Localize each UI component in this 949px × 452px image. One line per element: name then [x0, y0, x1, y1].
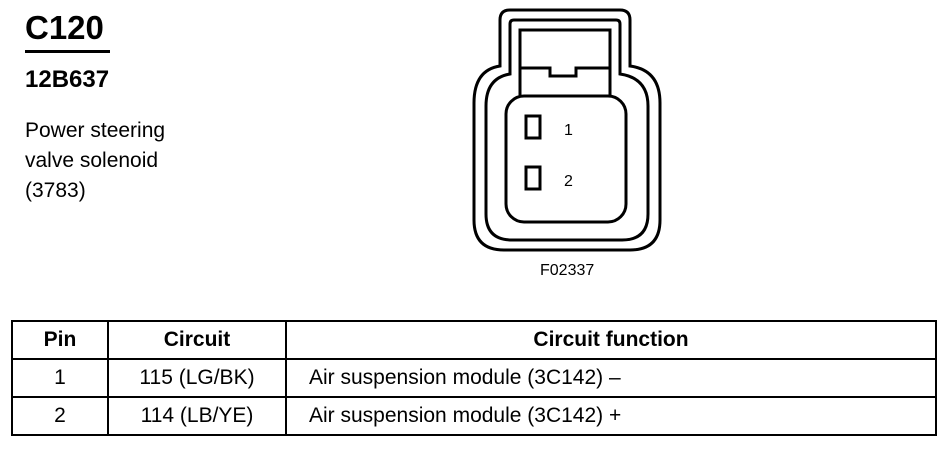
header-pin: Pin: [11, 320, 109, 360]
pinout-table: Pin Circuit Circuit function 1 115 (LG/B…: [11, 320, 937, 436]
pin-label-1: 1: [564, 122, 573, 139]
terminal-body: [504, 94, 628, 224]
connector-inner-shell: [484, 18, 650, 242]
connector-outer-shell: [472, 8, 662, 252]
table-row: 2 114 (LB/YE) Air suspension module (3C1…: [11, 396, 937, 436]
header-circuit-function: Circuit function: [285, 320, 937, 360]
part-number: 12B637: [25, 66, 110, 93]
cell-pin: 2: [11, 396, 109, 436]
pin-label-2: 2: [564, 173, 573, 190]
table-row: 1 115 (LG/BK) Air suspension module (3C1…: [11, 358, 937, 398]
cell-function: Air suspension module (3C142) –: [285, 358, 937, 398]
table-header-row: Pin Circuit Circuit function: [11, 320, 937, 360]
connector-face-diagram: 1 2: [472, 8, 662, 252]
pin-cavity-2: [524, 165, 542, 191]
description-line: (3783): [25, 179, 86, 202]
cell-function: Air suspension module (3C142) +: [285, 396, 937, 436]
description-line: valve solenoid: [25, 149, 159, 172]
header-circuit: Circuit: [107, 320, 287, 360]
cell-pin: 1: [11, 358, 109, 398]
connector-title: C120: [25, 9, 104, 46]
pin-cavity-1: [524, 114, 542, 140]
title-underline: [25, 50, 110, 53]
figure-id: F02337: [540, 262, 595, 279]
description-line: Power steering: [25, 119, 166, 142]
cell-circuit: 114 (LB/YE): [107, 396, 287, 436]
component-description: Power steering valve solenoid (3783): [25, 116, 165, 206]
locking-tab: [518, 28, 612, 102]
locking-tab-slot: [520, 66, 610, 78]
cell-circuit: 115 (LG/BK): [107, 358, 287, 398]
